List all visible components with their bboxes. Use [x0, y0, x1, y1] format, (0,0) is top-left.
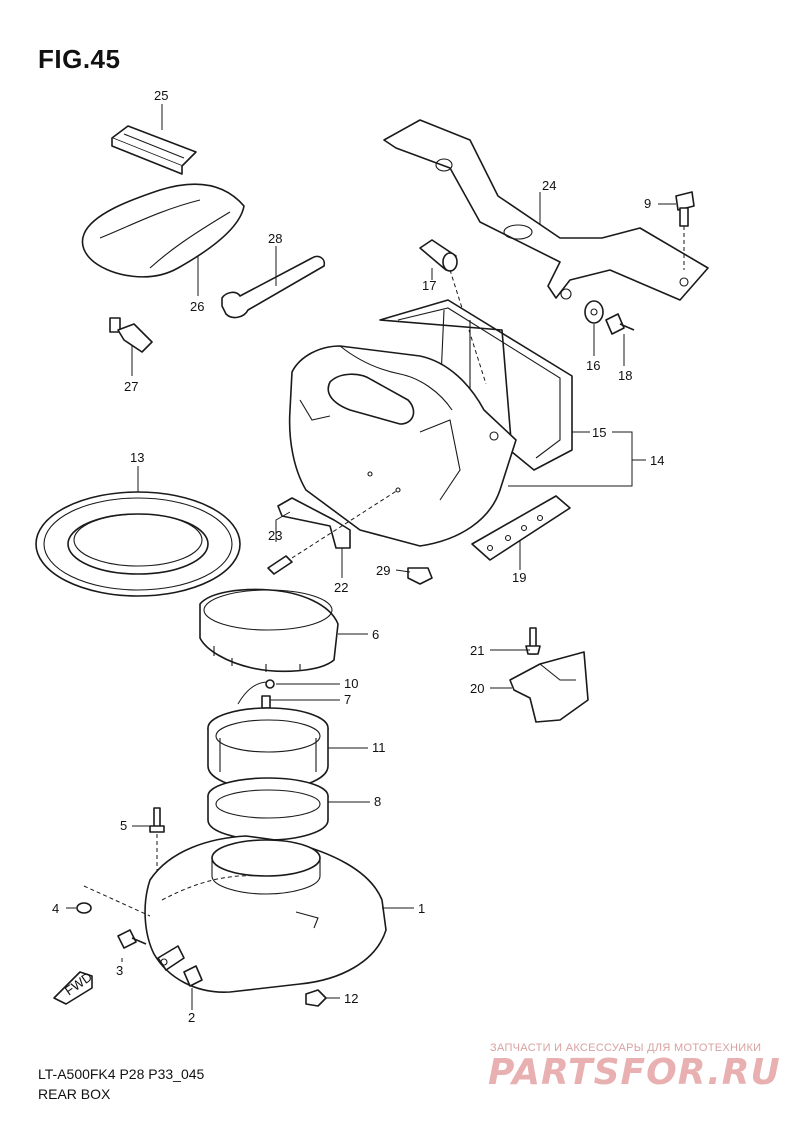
watermark-tagline: ЗАПЧАСТИ И АКСЕССУАРЫ ДЛЯ МОТОТЕХНИКИ: [490, 1042, 762, 1054]
figure-subtitle: REAR BOX: [38, 1086, 111, 1102]
part-seal-frame: [379, 299, 573, 471]
callout-2: 2: [188, 1010, 195, 1025]
part-gasket: [35, 491, 241, 597]
part-wrench: [221, 255, 326, 319]
callout-19: 19: [512, 570, 526, 585]
part-rivet-23: [267, 489, 399, 575]
part-rear-box: [288, 345, 517, 547]
fwd-arrow-icon: FWD: [53, 969, 95, 1005]
watermark-logo: PARTSFOR.RU: [488, 1052, 781, 1093]
callout-numbers: 25 26 28 27 24 9 17 16 18 15 14 19 13 23…: [52, 88, 664, 1025]
callout-28: 28: [268, 231, 282, 246]
part-bag: [81, 183, 245, 278]
callout-8: 8: [374, 794, 381, 809]
part-bolt-3: [117, 929, 147, 949]
part-grommet-10: [237, 679, 275, 705]
callout-10: 10: [344, 676, 358, 691]
callout-3: 3: [116, 963, 123, 978]
callout-15: 15: [592, 425, 606, 440]
part-bracket: [383, 119, 709, 301]
part-strap: [111, 125, 197, 175]
callout-4: 4: [52, 901, 59, 916]
leader-lines: [66, 104, 676, 1010]
part-plug: [109, 317, 153, 353]
part-hinge-plate: [471, 495, 571, 561]
part-clip-2: [183, 965, 203, 987]
part-ring-11: [207, 707, 329, 791]
part-bolt-21: [525, 627, 541, 655]
callout-17: 17: [422, 278, 436, 293]
callout-20: 20: [470, 681, 484, 696]
model-code: LT-A500FK4 P28 P33_045: [38, 1066, 205, 1082]
part-nut-12: [305, 989, 327, 1007]
callout-5: 5: [120, 818, 127, 833]
callout-16: 16: [586, 358, 600, 373]
part-nut-29: [407, 567, 433, 585]
callout-12: 12: [344, 991, 358, 1006]
callout-13: 13: [130, 450, 144, 465]
part-ring-8: [207, 777, 329, 841]
callout-23: 23: [268, 528, 282, 543]
callout-21: 21: [470, 643, 484, 658]
callout-6: 6: [372, 627, 379, 642]
callout-22: 22: [334, 580, 348, 595]
part-clip: [277, 497, 351, 549]
part-screw-5: [149, 807, 165, 900]
part-bracket-20: [509, 651, 589, 723]
callout-25: 25: [154, 88, 168, 103]
part-bolt-18: [605, 313, 635, 335]
callout-14: 14: [650, 453, 664, 468]
callout-27: 27: [124, 379, 138, 394]
callout-18: 18: [618, 368, 632, 383]
callout-24: 24: [542, 178, 556, 193]
part-nut-4: [76, 885, 151, 917]
part-screw-7: [261, 695, 271, 709]
part-bolt-9: [675, 191, 695, 270]
figure-title: FIG.45: [38, 44, 121, 74]
callout-11: 11: [372, 740, 386, 755]
part-washer: [584, 300, 604, 324]
callout-9: 9: [644, 196, 651, 211]
callout-26: 26: [190, 299, 204, 314]
callout-29: 29: [376, 563, 390, 578]
callout-1: 1: [418, 901, 425, 916]
callout-7: 7: [344, 692, 351, 707]
part-base-housing: [144, 835, 387, 993]
part-cap: [199, 588, 339, 673]
